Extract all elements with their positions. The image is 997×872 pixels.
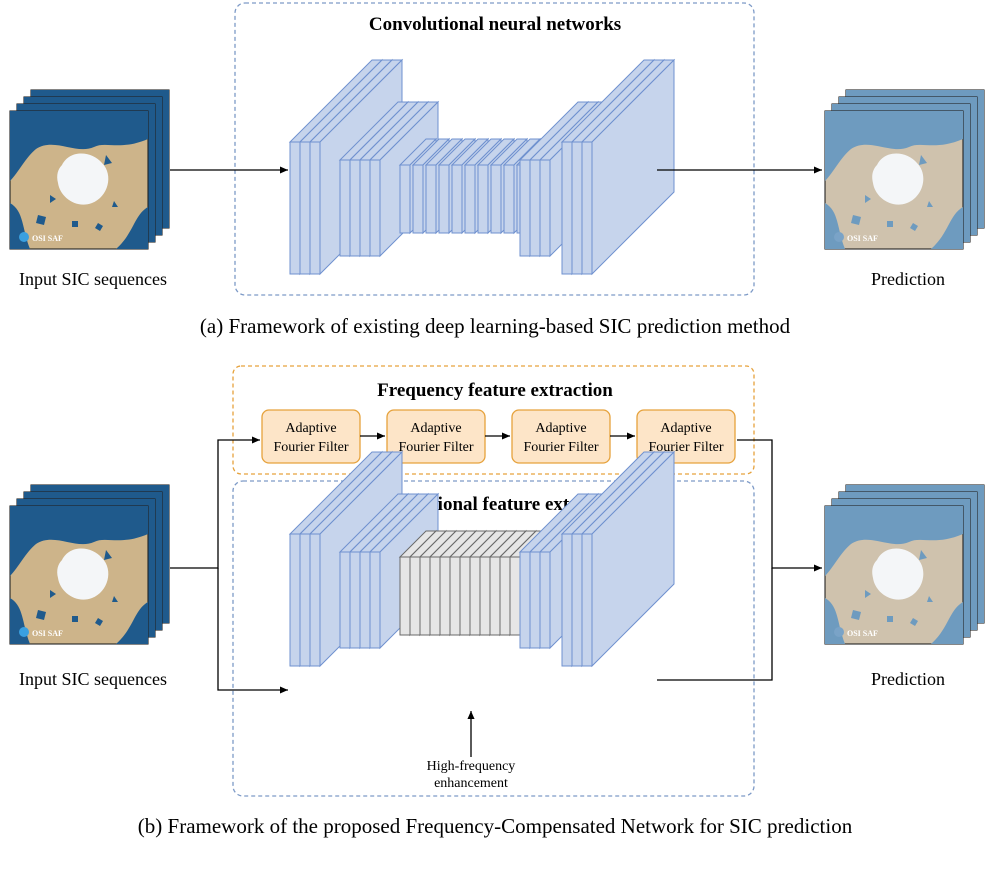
osisaf-logo-icon: [19, 232, 29, 242]
map-front-tile: OSI SAF: [824, 110, 964, 250]
frequency-dashed-box: [232, 365, 755, 475]
filter-label-line1: Adaptive: [535, 421, 586, 436]
panel-a: Convolutional neural networks OSI SAF In…: [9, 2, 985, 338]
caption-b: (b) Framework of the proposed Frequency-…: [138, 814, 853, 838]
cnn-dashed-box: [234, 2, 755, 296]
cnn-layers: [288, 58, 676, 276]
conv-to-output-connector: [657, 568, 773, 681]
hf-label-line1: High-frequency: [427, 759, 516, 774]
decoder-layer-large: [580, 450, 676, 668]
osisaf-logo-text: OSI SAF: [32, 234, 63, 243]
panel-b: Frequency feature extraction AdaptiveFou…: [9, 365, 985, 838]
filter-label-line2: Fourier Filter: [523, 440, 598, 455]
filter-label-line1: Adaptive: [285, 421, 336, 436]
filter-label-line2: Fourier Filter: [398, 440, 473, 455]
input-sic-stack-b: OSI SAF: [9, 484, 170, 645]
osisaf-logo-text: OSI SAF: [32, 629, 63, 638]
filter-label-line1: Adaptive: [660, 421, 711, 436]
hf-label-line2: enhancement: [434, 776, 508, 791]
osisaf-logo-icon: [834, 232, 844, 242]
input-label: Input SIC sequences: [19, 269, 167, 289]
frequency-to-output-connector: [737, 439, 822, 572]
filter-label-line2: Fourier Filter: [648, 440, 723, 455]
caption-a: (a) Framework of existing deep learning-…: [200, 314, 791, 338]
input-sic-stack: OSI SAF: [9, 89, 170, 250]
filter-label-line2: Fourier Filter: [273, 440, 348, 455]
prediction-stack: OSI SAF: [824, 89, 985, 250]
frequency-box-title: Frequency feature extraction: [377, 380, 613, 401]
input-to-frequency-connector: [170, 436, 260, 569]
osisaf-logo-icon: [834, 627, 844, 637]
prediction-label: Prediction: [871, 269, 945, 289]
osisaf-logo-text: OSI SAF: [847, 629, 878, 638]
input-label-b: Input SIC sequences: [19, 669, 167, 689]
prediction-label-b: Prediction: [871, 669, 945, 689]
map-front-tile: OSI SAF: [9, 110, 149, 250]
decoder-layer-large: [580, 58, 676, 276]
map-front-tile: OSI SAF: [9, 505, 149, 645]
osisaf-logo-icon: [19, 627, 29, 637]
prediction-stack-b: OSI SAF: [824, 484, 985, 645]
input-to-conv-connector: [217, 568, 288, 694]
filter-label-line1: Adaptive: [410, 421, 461, 436]
osisaf-logo-text: OSI SAF: [847, 234, 878, 243]
map-front-tile: OSI SAF: [824, 505, 964, 645]
conv-dashed-box: [232, 480, 755, 797]
cnn-box-title: Convolutional neural networks: [369, 14, 621, 35]
conv-layers: [288, 450, 676, 668]
